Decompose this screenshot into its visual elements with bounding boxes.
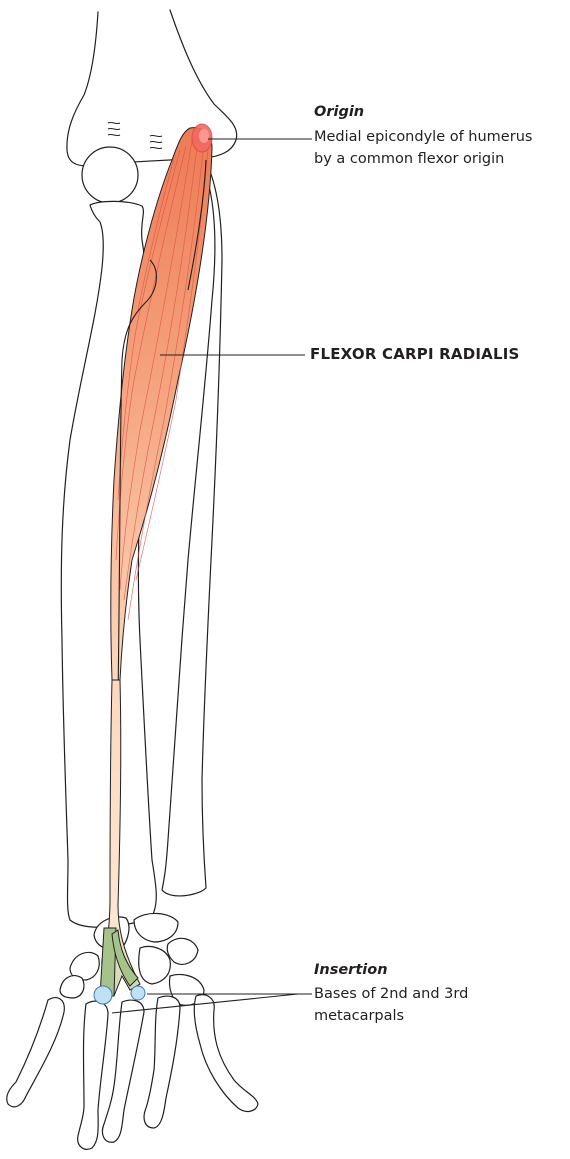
muscle-name: FLEXOR CARPI RADIALIS — [310, 345, 520, 363]
metacarpals — [7, 995, 258, 1149]
origin-description-line1: Medial epicondyle of humerus — [314, 127, 532, 147]
insertion-heading: Insertion — [314, 962, 388, 978]
origin-description-line2: by a common flexor origin — [314, 149, 504, 169]
insertion-description-line2: metacarpals — [314, 1006, 404, 1026]
insertion-marker-2nd — [94, 986, 112, 1004]
insertion-description-line1: Bases of 2nd and 3rd — [314, 984, 468, 1004]
origin-heading: Origin — [314, 104, 364, 120]
capitulum — [82, 147, 138, 203]
insertion-marker-3rd — [131, 986, 145, 1000]
